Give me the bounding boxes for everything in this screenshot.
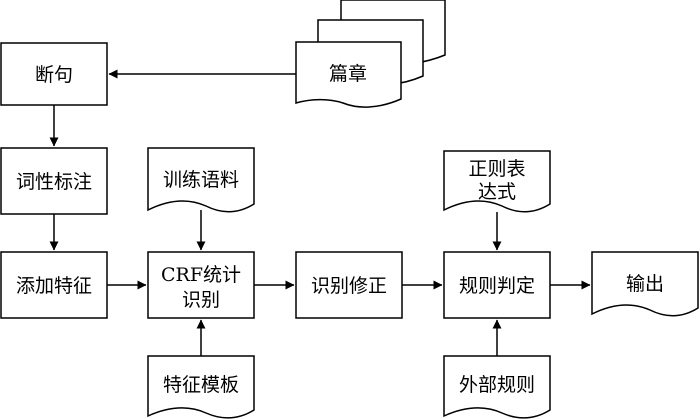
chapter-document-stack: 篇章 — [295, 0, 446, 108]
pos-tagging-label: 词性标注 — [16, 171, 92, 193]
recognition-fix-label: 识别修正 — [311, 275, 387, 297]
feature-template-label: 特征模板 — [163, 374, 239, 396]
external-rules-document: 外部规则 — [443, 355, 551, 419]
chapter-label: 篇章 — [329, 63, 367, 85]
training-corpus-label: 训练语料 — [163, 169, 239, 191]
sentence-split-label: 断句 — [35, 64, 73, 86]
output-label: 输出 — [626, 273, 664, 295]
regex-document: 正则表 达式 — [443, 150, 551, 213]
recognition-fix-box: 识别修正 — [295, 251, 403, 319]
add-features-label: 添加特征 — [16, 275, 92, 297]
crf-recognition-box: CRF统计 识别 — [147, 251, 255, 319]
crf-label-line2: 识别 — [182, 289, 220, 311]
external-rules-label: 外部规则 — [459, 374, 535, 396]
pos-tagging-box: 词性标注 — [0, 147, 108, 215]
regex-label-line2: 达式 — [478, 181, 516, 203]
rule-judgement-box: 规则判定 — [443, 251, 551, 319]
regex-label-line1: 正则表 — [468, 158, 525, 180]
training-corpus-document: 训练语料 — [147, 147, 255, 213]
add-features-box: 添加特征 — [0, 251, 108, 319]
output-document: 输出 — [591, 251, 699, 317]
rule-judgement-label: 规则判定 — [459, 275, 535, 297]
crf-label-line1: CRF统计 — [161, 264, 241, 286]
sentence-split-box: 断句 — [0, 42, 108, 106]
feature-template-document: 特征模板 — [147, 355, 255, 419]
